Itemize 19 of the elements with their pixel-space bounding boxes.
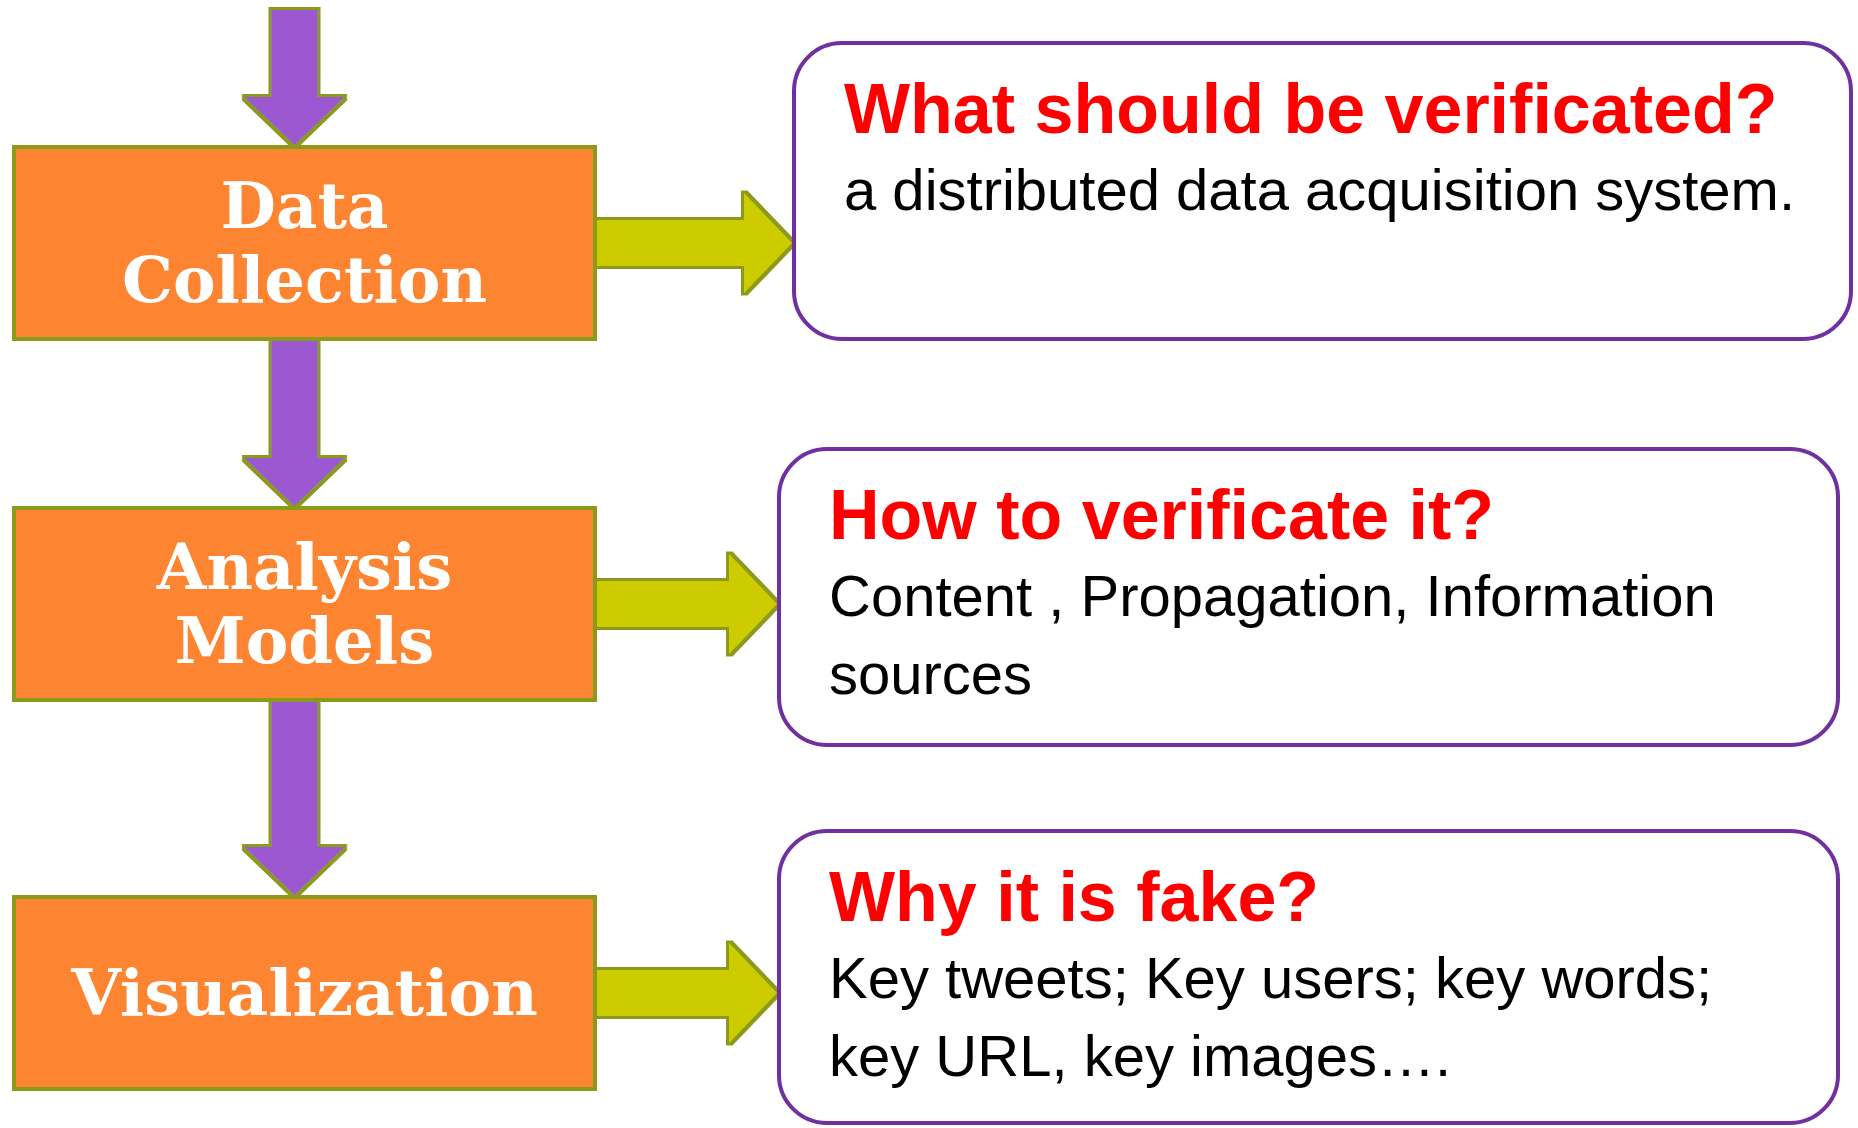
- question-heading: How to verificate it?: [829, 475, 1496, 556]
- step-label: Analysis Models: [155, 530, 454, 678]
- step-label: Visualization: [71, 956, 538, 1030]
- process-box: [12, 506, 597, 702]
- block-arrow: [597, 943, 777, 1043]
- block-arrow: [597, 554, 777, 654]
- process-box: [12, 145, 597, 341]
- info-card: [792, 41, 1853, 341]
- info-card: [777, 829, 1840, 1125]
- block-arrow: [244, 10, 345, 145]
- answer-text: Key tweets; Key users; key words; key URL, key images….: [829, 944, 1714, 1091]
- answer-text: a distributed data acquisition system.: [844, 156, 1797, 224]
- info-card: [777, 447, 1840, 747]
- question-heading: What should be verificated?: [844, 69, 1779, 150]
- answer-text: Content , Propagation, Information sources: [829, 562, 1717, 709]
- step-label: Data Collection: [121, 169, 488, 317]
- process-box: [12, 895, 597, 1091]
- block-arrow: [597, 193, 792, 293]
- question-heading: Why it is fake?: [829, 857, 1321, 938]
